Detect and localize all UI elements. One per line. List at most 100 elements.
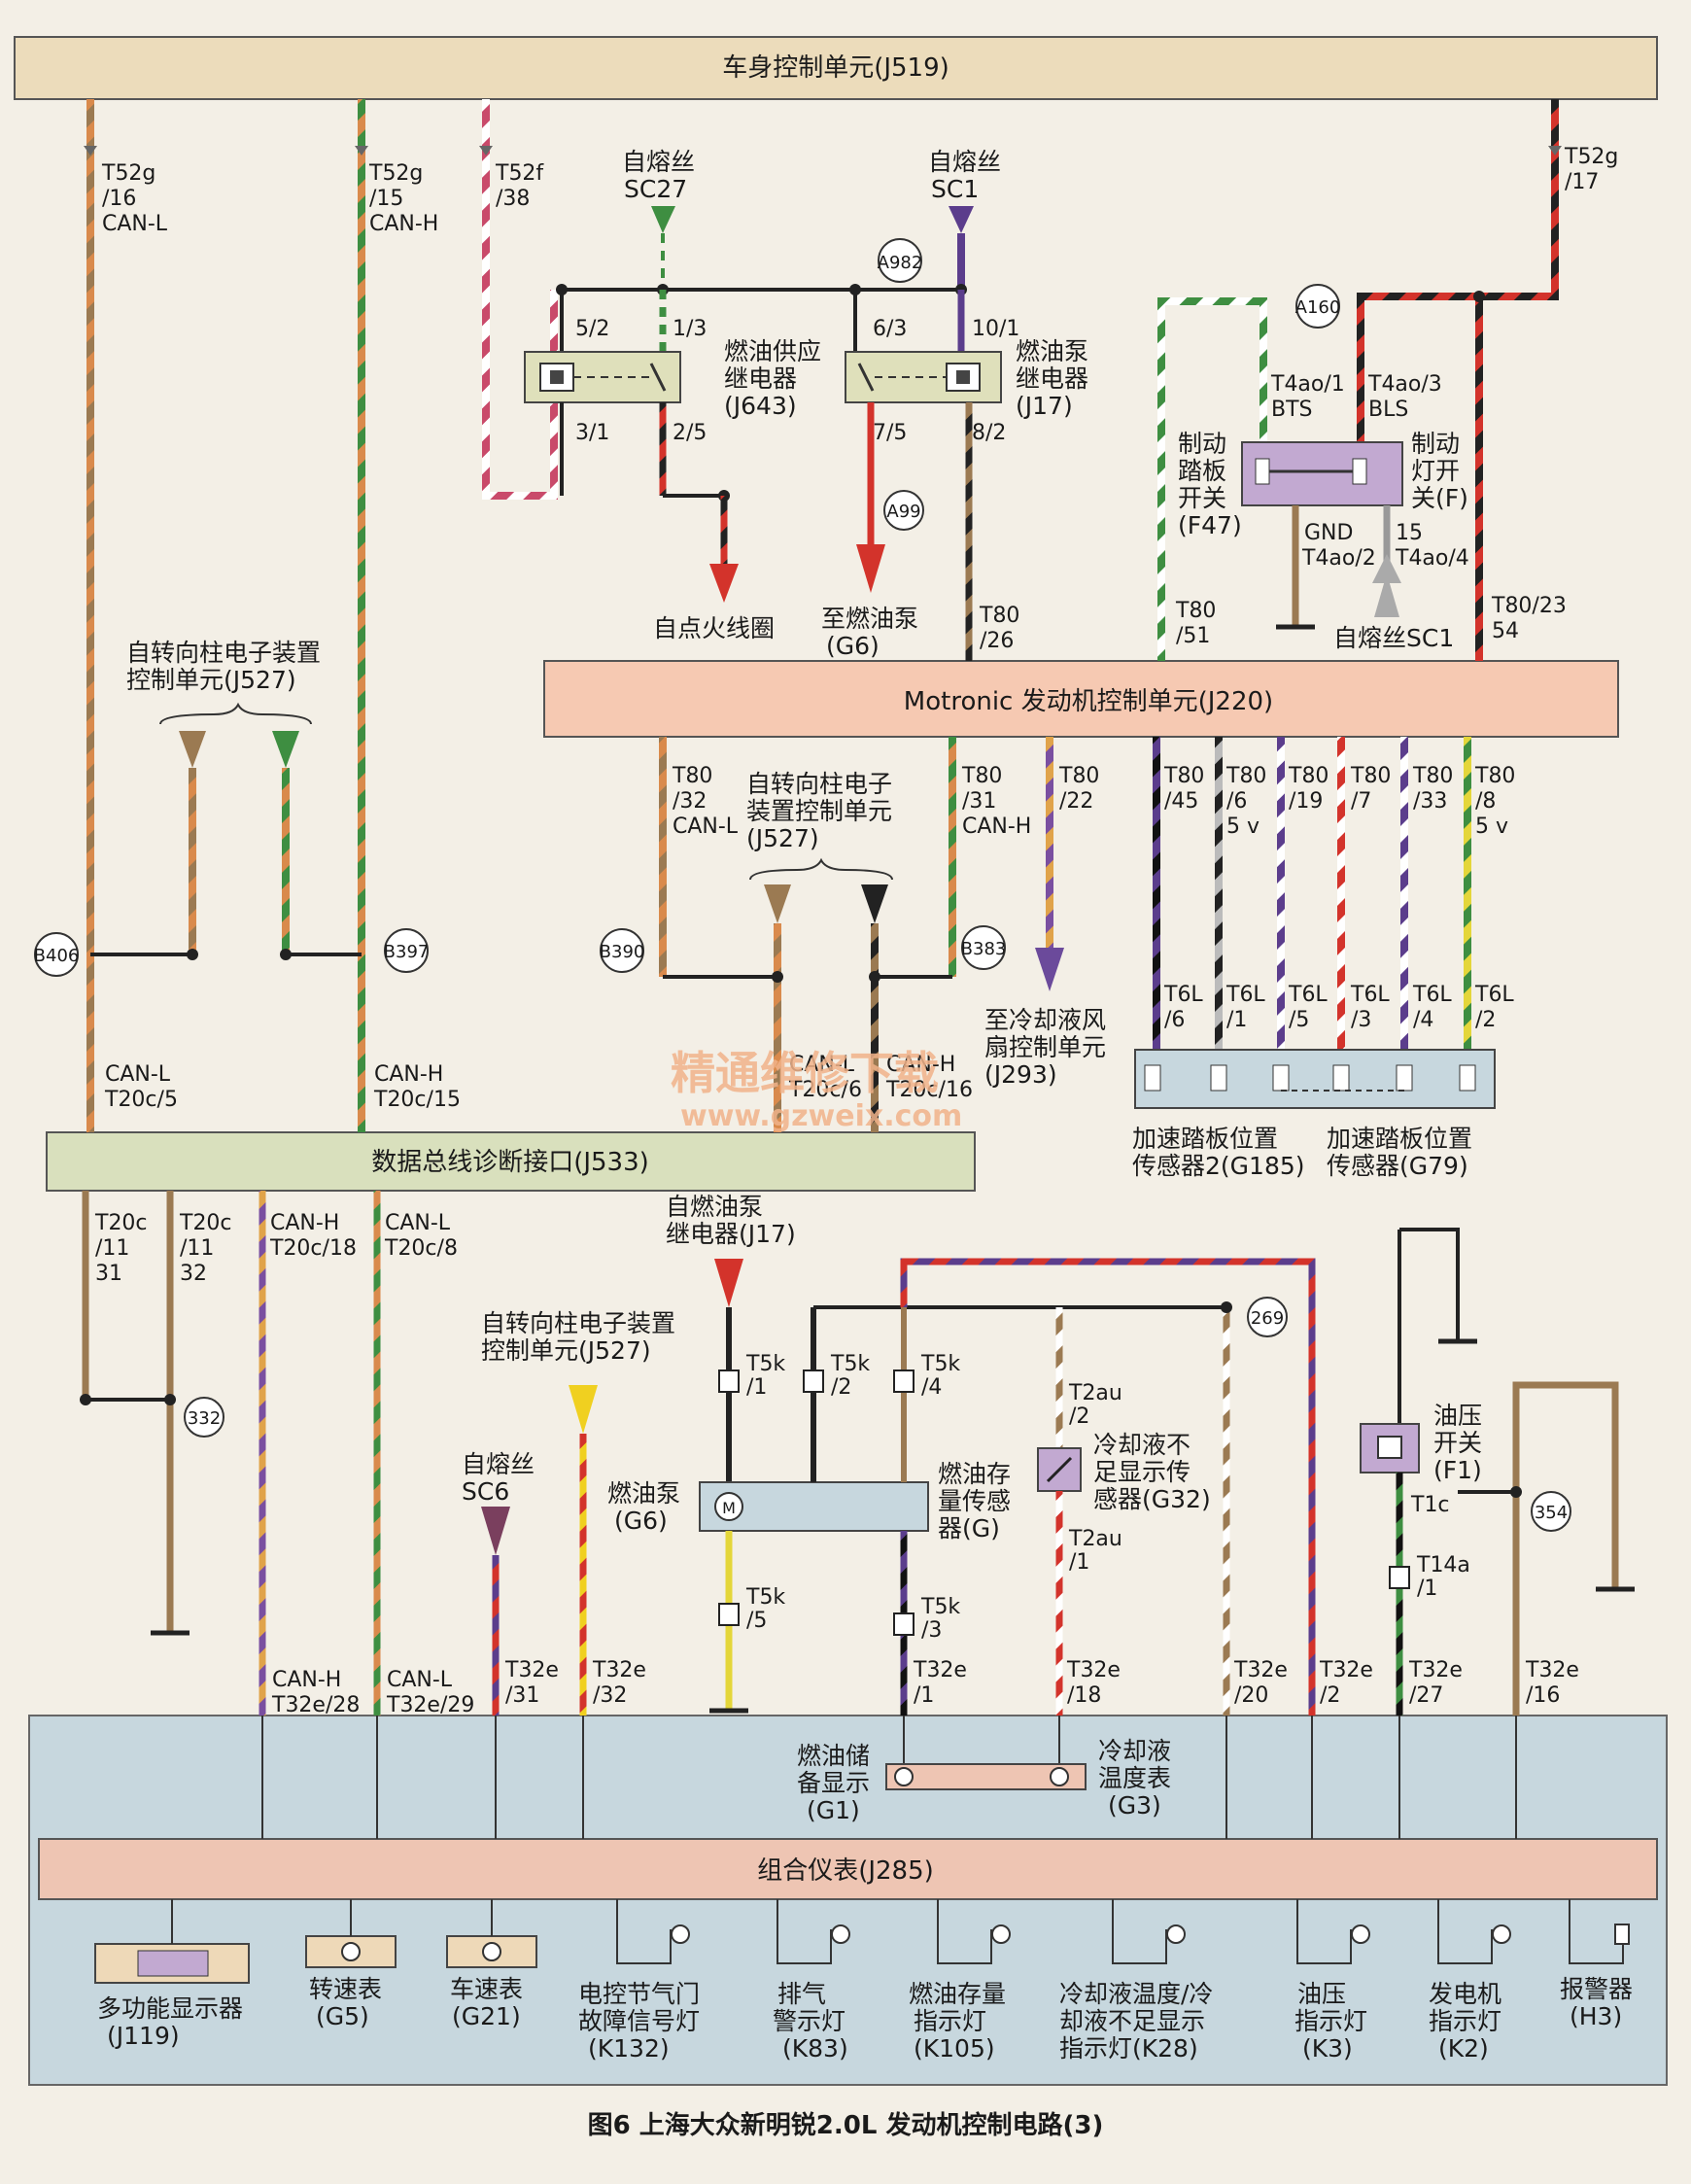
junction-a99 xyxy=(883,490,924,531)
brace xyxy=(749,857,893,881)
brake-f-label: 制动灯开关(F) xyxy=(1411,430,1468,512)
dot xyxy=(869,971,880,983)
t5k-3: T5k/3 xyxy=(920,1595,960,1643)
junction-b390-label: B390 xyxy=(600,942,645,962)
ecm-pin-45: T80/45 xyxy=(1163,764,1204,814)
junction-a160-label: A160 xyxy=(1295,297,1341,318)
motor-symbol: M xyxy=(722,1499,736,1517)
cluster-internal-lines xyxy=(261,1716,1517,1839)
arrow-fuel-relay xyxy=(714,1259,743,1307)
arrow-steer2-brown xyxy=(764,884,791,923)
fuel-pump-motor xyxy=(714,1492,743,1521)
brace xyxy=(159,702,312,725)
watermark-text: 精通维修下载 xyxy=(671,1047,939,1099)
oil-f1-label: 油压开关(F1) xyxy=(1433,1402,1482,1484)
dot xyxy=(772,971,783,983)
pedal-element xyxy=(1459,1064,1476,1092)
gauge-g1-label: 燃油储备显示(G1) xyxy=(797,1742,870,1824)
junction-354-label: 354 xyxy=(1535,1503,1568,1523)
oil-t14a: T14a/1 xyxy=(1416,1553,1470,1601)
t5k-4: T5k/4 xyxy=(920,1352,960,1400)
ecm-pin-22: T80/22 xyxy=(1058,764,1099,814)
ind-k3: 油压指示灯(K3) xyxy=(1294,1980,1367,2063)
pin-52: 5/2 xyxy=(575,317,609,341)
relay-coil xyxy=(539,363,574,392)
t5k-1: T5k/1 xyxy=(745,1352,785,1400)
pedal-sensor xyxy=(1134,1049,1496,1109)
gauge-g3-icon xyxy=(1050,1767,1069,1786)
relay-coil-core xyxy=(956,370,970,384)
ecm-pin-26: T80/26 xyxy=(979,604,1019,653)
arrow-steer-green xyxy=(272,731,299,768)
pedal-pin-6: T6L/6 xyxy=(1163,983,1203,1032)
cl-pin-18: T32e/18 xyxy=(1066,1658,1121,1708)
ind-g21: 车速表(G21) xyxy=(450,1975,523,2030)
ecm-label: Motronic 发动机控制单元(J220) xyxy=(904,687,1273,716)
connector-t5k3 xyxy=(893,1612,915,1636)
ind-k132: 电控节气门故障信号灯(K132) xyxy=(578,1980,700,2063)
wire-354 xyxy=(1512,1381,1619,1716)
pin-marker xyxy=(479,146,493,156)
diag-label: 数据总线诊断接口(J533) xyxy=(371,1148,649,1177)
pin-marker xyxy=(84,146,97,156)
pedal-pin-5: T6L/5 xyxy=(1288,983,1328,1032)
t5k-5: T5k/5 xyxy=(745,1585,785,1633)
cl-pin-20: T32e/20 xyxy=(1233,1658,1288,1708)
pin-82: 8/2 xyxy=(972,421,1006,445)
ind-j119: 多功能显示器(J119) xyxy=(97,1994,243,2050)
bcm-bar xyxy=(14,36,1658,100)
dot xyxy=(280,949,292,960)
junction-a160 xyxy=(1295,284,1340,329)
steering-label-2: 自转向柱电子装置控制单元(J527) xyxy=(746,770,892,852)
fuel-g-label: 燃油存量传感器(G) xyxy=(938,1460,1011,1543)
diag-bar xyxy=(46,1131,976,1192)
pedal-pin-3: T6L/3 xyxy=(1350,983,1390,1032)
fuse-arrow-sc6 xyxy=(481,1507,510,1555)
cl-pin-27: T32e/27 xyxy=(1408,1658,1463,1708)
arrow-steer3 xyxy=(569,1385,598,1434)
junction-269-label: 269 xyxy=(1251,1308,1284,1329)
connector-t14a xyxy=(1389,1566,1410,1589)
fuse-arrow-sc27 xyxy=(651,206,675,233)
connector-t5k4 xyxy=(893,1369,915,1393)
ecm-pin-33: T80/33 xyxy=(1412,764,1453,814)
ind-k105: 燃油存量指示灯(K105) xyxy=(909,1980,1006,2063)
dot xyxy=(1510,1486,1522,1498)
bcm-pin3: T52f/38 xyxy=(495,161,544,211)
pedal-element xyxy=(1396,1064,1413,1092)
figure-caption: 图6 上海大众新明锐2.0L 发动机控制电路(3) xyxy=(588,2110,1104,2140)
t2au-1: T2au/1 xyxy=(1068,1527,1122,1575)
junction-b397-label: B397 xyxy=(384,942,430,962)
relay-j17-label: 燃油泵继电器(J17) xyxy=(1016,337,1088,420)
arrow-fan xyxy=(1035,948,1064,991)
junction-332 xyxy=(184,1397,224,1438)
dot xyxy=(1221,1301,1232,1313)
ecm-pin-7: T80/7 xyxy=(1350,764,1391,814)
ind-k83: 排气警示灯(K83) xyxy=(773,1980,848,2063)
arrow-fuelpump-label: 至燃油泵(G6) xyxy=(821,605,918,660)
pin-75: 7/5 xyxy=(873,421,907,445)
oil-ground-wire xyxy=(1399,1228,1460,1341)
pedal-element xyxy=(1144,1064,1161,1092)
pedal-g79-label: 加速踏板位置传感器(G79) xyxy=(1327,1125,1472,1180)
junction-a982 xyxy=(878,238,922,283)
dot xyxy=(187,949,198,960)
wire-brake-bts xyxy=(1157,297,1267,661)
relay-coil-core xyxy=(550,370,564,384)
switch-contact xyxy=(1255,458,1270,485)
